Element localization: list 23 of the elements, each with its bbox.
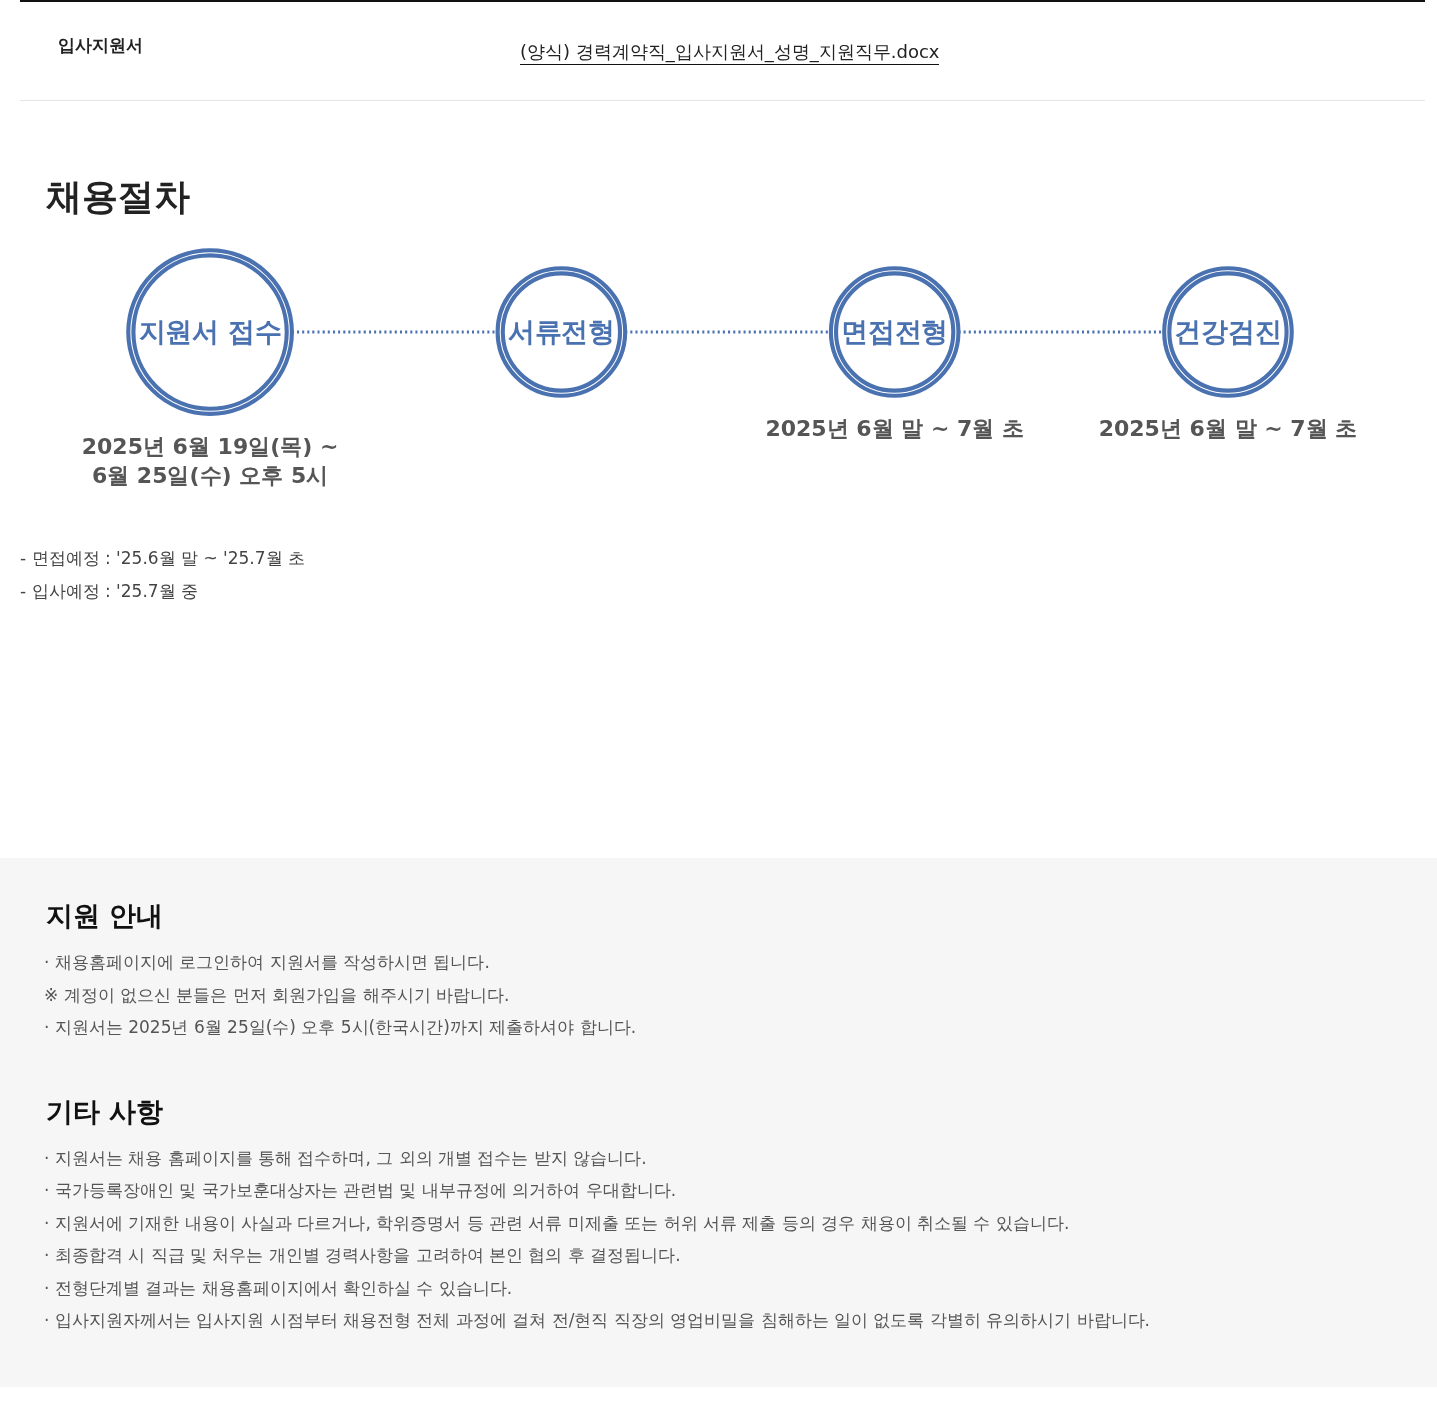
date-text: 2025년 6월 19일(목) ~ 6월 25일(수) 오후 5시 bbox=[80, 432, 340, 490]
node-circle: 서류전형 bbox=[495, 266, 628, 398]
node-circle: 건강검진 bbox=[1162, 266, 1294, 398]
section-heading: 기타 사항 bbox=[46, 1094, 165, 1129]
notice-text: · 입사지원자께서는 입사지원 시점부터 채용전형 전체 과정에 걸쳐 전/현직 직장의 영업비밀을 침해하는 일이 없도록 각별히 유의하시기 바랍니다. bbox=[44, 1309, 1151, 1333]
form-label: 입사지원서 bbox=[58, 34, 143, 57]
file-link: (양식) 경력계약직_입사지원서_성명_지원직무.docx bbox=[520, 40, 940, 65]
notice-text: · 채용홈페이지에 로그인하여 지원서를 작성하시면 됩니다. bbox=[44, 951, 491, 975]
notice-text: · 국가등록장애인 및 국가보훈대상자는 관련법 및 내부규정에 의거하여 우대합니다. bbox=[44, 1179, 678, 1203]
date-text: 2025년 6월 말 ~ 7월 초 bbox=[1097, 414, 1358, 443]
note-text: - 면접예정 : '25.6월 말 ~ '25.7월 초 bbox=[20, 547, 306, 571]
page-title: 채용절차 bbox=[46, 175, 191, 219]
notice-text: · 지원서에 기재한 내용이 사실과 다르거나, 학위증명서 등 관련 서류 미제출 또는 허위 서류 제출 등의 경우 채용이 취소될 수 있습니다. bbox=[44, 1211, 1071, 1235]
note-text: - 입사예정 : '25.7월 중 bbox=[20, 580, 199, 604]
section-heading: 지원 안내 bbox=[46, 899, 165, 934]
node-circle: 면접전형 bbox=[828, 266, 961, 398]
notice-text: · 지원서는 2025년 6월 25일(수) 오후 5시(한국시간)까지 제출하셔야 합니다. bbox=[44, 1016, 638, 1040]
date-text: 2025년 6월 말 ~ 7월 초 bbox=[764, 414, 1025, 443]
notice-text: · 최종합격 시 직급 및 처우는 개인별 경력사항을 고려하여 본인 협의 후 결정됩니다. bbox=[44, 1244, 682, 1268]
node-circle: 지원서 접수 bbox=[126, 248, 294, 416]
notice-text: · 지원서는 채용 홈페이지를 통해 접수하며, 그 외의 개별 접수는 받지 않습니다. bbox=[44, 1146, 648, 1170]
notice-text: ※ 계정이 없으신 분들은 먼저 회원가입을 해주시기 바랍니다. bbox=[44, 983, 511, 1007]
notice-text: · 전형단계별 결과는 채용홈페이지에서 확인하실 수 있습니다. bbox=[44, 1276, 514, 1300]
